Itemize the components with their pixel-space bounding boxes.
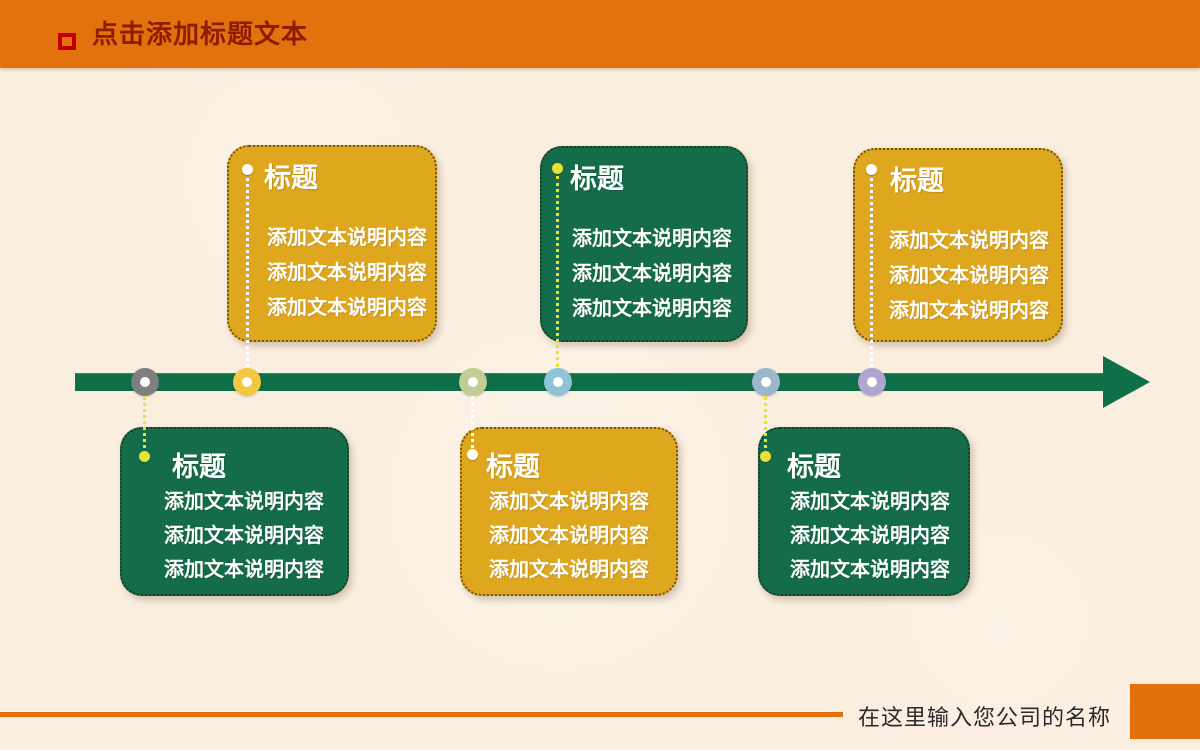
connector-line — [870, 178, 873, 367]
card-text-line[interactable]: 添加文本说明内容 — [572, 263, 732, 285]
card-text-line[interactable]: 添加文本说明内容 — [164, 525, 324, 547]
card-text-line[interactable]: 添加文本说明内容 — [572, 298, 732, 320]
card-text-line[interactable]: 添加文本说明内容 — [889, 300, 1049, 322]
footer-accent-block — [1130, 684, 1200, 739]
card-body: 添加文本说明内容 添加文本说明内容 添加文本说明内容 — [462, 485, 676, 587]
anchor-dot — [760, 451, 771, 462]
anchor-dot — [467, 449, 478, 460]
card-text-line[interactable]: 添加文本说明内容 — [489, 559, 649, 581]
timeline-card[interactable]: 标题 添加文本说明内容 添加文本说明内容 添加文本说明内容 — [758, 427, 970, 596]
anchor-dot — [866, 164, 877, 175]
card-text-line[interactable]: 添加文本说明内容 — [489, 525, 649, 547]
card-text-line[interactable]: 添加文本说明内容 — [790, 559, 950, 581]
card-text-line[interactable]: 添加文本说明内容 — [889, 265, 1049, 287]
timeline-card[interactable]: 标题 添加文本说明内容 添加文本说明内容 添加文本说明内容 — [227, 145, 437, 342]
timeline-marker-steel[interactable] — [752, 368, 780, 396]
card-title[interactable]: 标题 — [787, 452, 841, 482]
company-name-placeholder[interactable]: 在这里输入您公司的名称 — [858, 705, 1112, 730]
card-text-line[interactable]: 添加文本说明内容 — [489, 491, 649, 513]
timeline-card[interactable]: 标题 添加文本说明内容 添加文本说明内容 添加文本说明内容 — [853, 148, 1063, 342]
timeline-marker-gray[interactable] — [131, 368, 159, 396]
card-text-line[interactable]: 添加文本说明内容 — [790, 491, 950, 513]
timeline-marker-blue[interactable] — [544, 368, 572, 396]
card-title[interactable]: 标题 — [172, 452, 226, 482]
card-body: 添加文本说明内容 添加文本说明内容 添加文本说明内容 — [760, 485, 968, 587]
card-title[interactable]: 标题 — [486, 452, 540, 482]
card-text-line[interactable]: 添加文本说明内容 — [267, 262, 427, 284]
footer-divider-line — [0, 712, 843, 717]
connector-line — [471, 396, 474, 454]
card-text-line[interactable]: 添加文本说明内容 — [889, 230, 1049, 252]
timeline-bar[interactable] — [75, 373, 1106, 391]
card-body: 添加文本说明内容 添加文本说明内容 添加文本说明内容 — [122, 485, 347, 587]
anchor-dot — [552, 163, 563, 174]
timeline-card[interactable]: 标题 添加文本说明内容 添加文本说明内容 添加文本说明内容 — [120, 427, 349, 596]
timeline-arrowhead-icon — [1103, 356, 1150, 408]
card-body: 添加文本说明内容 添加文本说明内容 添加文本说明内容 — [229, 221, 435, 326]
slide-title-placeholder[interactable]: 点击添加标题文本 — [92, 19, 309, 49]
connector-line — [246, 178, 249, 367]
card-text-line[interactable]: 添加文本说明内容 — [164, 491, 324, 513]
connector-line — [556, 176, 559, 367]
anchor-dot — [242, 164, 253, 175]
timeline-marker-sage[interactable] — [459, 368, 487, 396]
card-title[interactable]: 标题 — [264, 163, 318, 193]
slide-title-bar: 点击添加标题文本 — [0, 0, 1200, 68]
card-body: 添加文本说明内容 添加文本说明内容 添加文本说明内容 — [855, 224, 1061, 329]
connector-line — [764, 396, 767, 456]
card-text-line[interactable]: 添加文本说明内容 — [164, 559, 324, 581]
anchor-dot — [139, 451, 150, 462]
card-text-line[interactable]: 添加文本说明内容 — [267, 297, 427, 319]
card-text-line[interactable]: 添加文本说明内容 — [572, 228, 732, 250]
connector-line — [143, 396, 146, 456]
timeline-card[interactable]: 标题 添加文本说明内容 添加文本说明内容 添加文本说明内容 — [540, 146, 748, 342]
card-text-line[interactable]: 添加文本说明内容 — [267, 227, 427, 249]
card-text-line[interactable]: 添加文本说明内容 — [790, 525, 950, 547]
timeline-marker-purple[interactable] — [858, 368, 886, 396]
card-body: 添加文本说明内容 添加文本说明内容 添加文本说明内容 — [542, 222, 746, 327]
card-title[interactable]: 标题 — [890, 166, 944, 196]
card-title[interactable]: 标题 — [570, 164, 624, 194]
timeline-card[interactable]: 标题 添加文本说明内容 添加文本说明内容 添加文本说明内容 — [460, 427, 678, 596]
timeline-marker-yellow[interactable] — [233, 368, 261, 396]
square-bullet-icon — [58, 33, 76, 50]
